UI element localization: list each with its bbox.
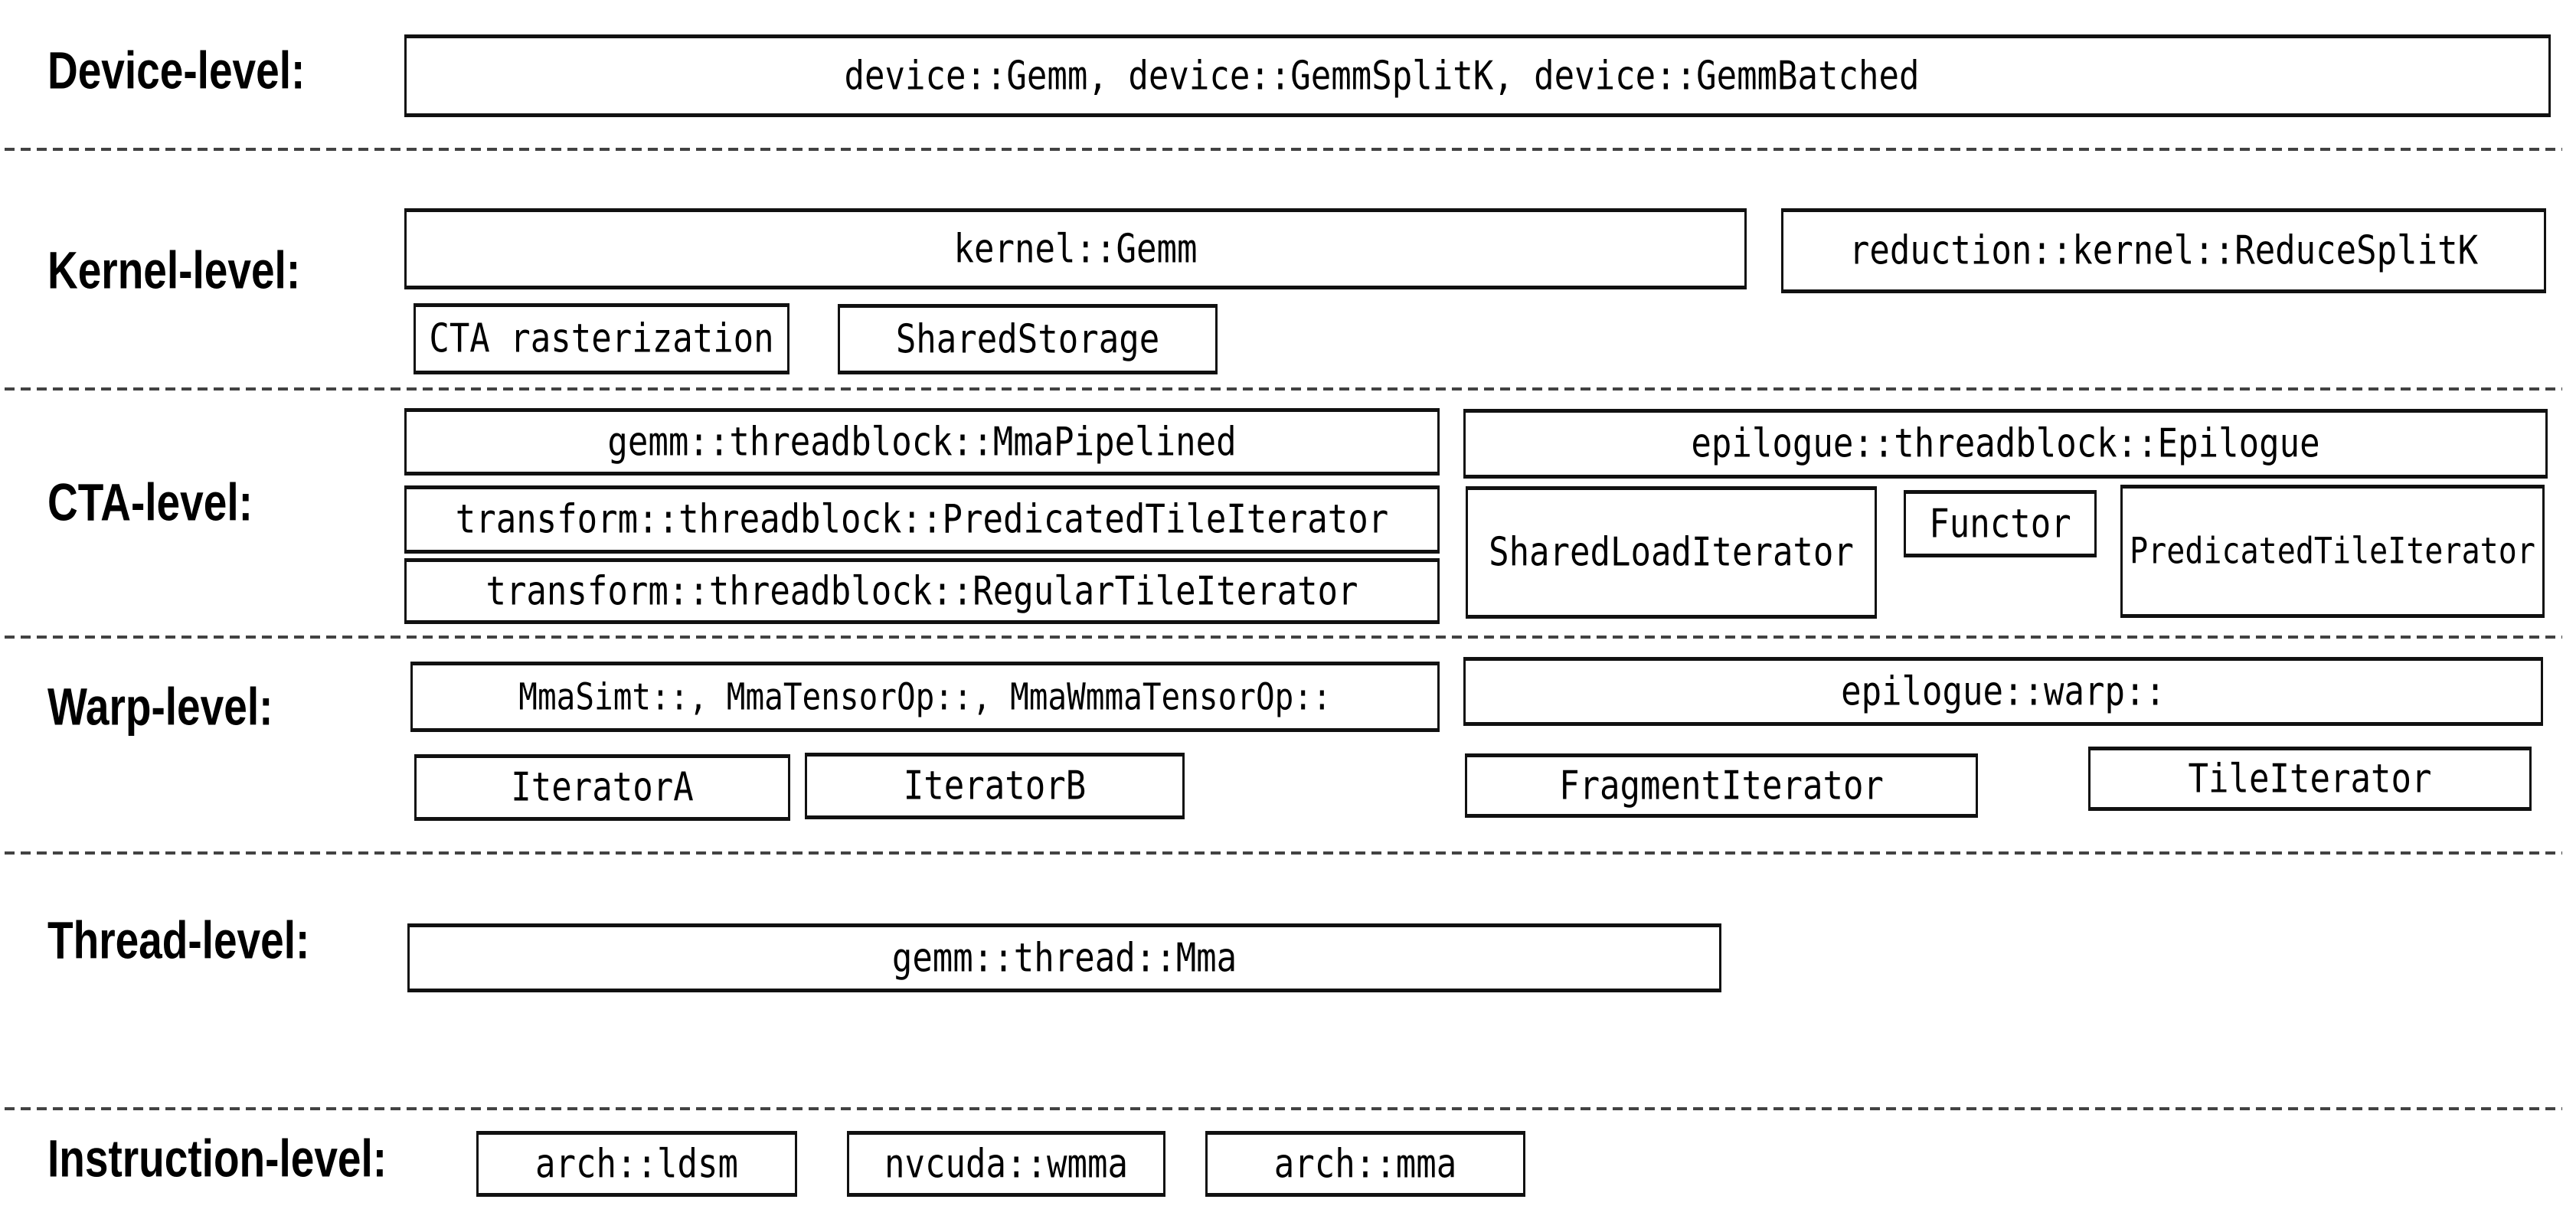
box-iterator-a-label: IteratorA: [511, 764, 694, 811]
box-arch-ldsm: arch::ldsm: [476, 1131, 797, 1197]
box-nvcuda-wmma-label: nvcuda::wmma: [884, 1140, 1128, 1188]
box-arch-mma-label: arch::mma: [1273, 1140, 1457, 1188]
box-fragment-iterator-label: FragmentIterator: [1559, 762, 1884, 809]
box-nvcuda-wmma: nvcuda::wmma: [847, 1131, 1165, 1197]
box-warp-mma-variants-label: MmaSimt::, MmaTensorOp::, MmaWmmaTensorO…: [518, 675, 1332, 719]
box-shared-load-iterator: SharedLoadIterator: [1466, 486, 1877, 619]
box-gemm-thread-mma: gemm::thread::Mma: [407, 923, 1721, 992]
box-kernel-gemm: kernel::Gemm: [404, 208, 1747, 289]
row-divider: [5, 851, 2562, 855]
box-iterator-b-label: IteratorB: [903, 763, 1087, 809]
box-tile-iterator: TileIterator: [2088, 747, 2532, 811]
box-cta-rasterization: CTA rasterization: [414, 303, 789, 374]
row-label-instruction-level: Instruction-level:: [47, 1129, 387, 1188]
box-tile-iterator-label: TileIterator: [2188, 755, 2432, 802]
box-shared-load-iterator-label: SharedLoadIterator: [1489, 529, 1854, 576]
box-iterator-a: IteratorA: [414, 754, 790, 821]
box-epilogue-warp: epilogue::warp::: [1463, 657, 2543, 726]
box-reduce-splitk-label: reduction::kernel::ReduceSplitK: [1849, 227, 2479, 274]
box-gemm-thread-mma-label: gemm::thread::Mma: [891, 934, 1237, 982]
box-arch-mma: arch::mma: [1205, 1131, 1525, 1197]
box-functor-label: Functor: [1929, 500, 2071, 547]
row-label-warp-level: Warp-level:: [47, 677, 273, 737]
row-label-thread-level: Thread-level:: [47, 910, 310, 970]
box-arch-ldsm-label: arch::ldsm: [535, 1140, 738, 1188]
box-reduction-kernel-reduce-splitk: reduction::kernel::ReduceSplitK: [1781, 208, 2546, 293]
box-transform-regular-tile-iterator: transform::threadblock::RegularTileItera…: [404, 558, 1440, 624]
row-label-kernel-level: Kernel-level:: [47, 240, 301, 300]
box-epilogue-predicated-tile-iterator: PredicatedTileIterator: [2120, 485, 2545, 618]
box-iterator-b: IteratorB: [805, 753, 1185, 819]
box-shared-storage: SharedStorage: [838, 304, 1218, 374]
box-epilogue-threadblock-label: epilogue::threadblock::Epilogue: [1691, 420, 2320, 467]
row-divider: [5, 1107, 2562, 1110]
box-transform-predicated-tile-iterator-label: transform::threadblock::PredicatedTileIt…: [455, 496, 1389, 543]
row-divider: [5, 387, 2562, 391]
box-epilogue-warp-label: epilogue::warp::: [1841, 668, 2166, 715]
box-mma-pipelined-label: gemm::threadblock::MmaPipelined: [607, 418, 1237, 466]
box-cta-rasterization-label: CTA rasterization: [429, 315, 774, 362]
row-divider: [5, 636, 2562, 639]
box-device-gemm-family: device::Gemm, device::GemmSplitK, device…: [404, 34, 2551, 117]
box-functor: Functor: [1904, 490, 2097, 557]
box-transform-predicated-tile-iterator: transform::threadblock::PredicatedTileIt…: [404, 485, 1440, 554]
box-device-gemm-family-label: device::Gemm, device::GemmSplitK, device…: [844, 52, 1920, 100]
row-label-device-level: Device-level:: [47, 41, 306, 100]
box-fragment-iterator: FragmentIterator: [1465, 753, 1978, 818]
box-shared-storage-label: SharedStorage: [895, 315, 1160, 363]
box-transform-regular-tile-iterator-label: transform::threadblock::RegularTileItera…: [485, 567, 1358, 615]
box-warp-mma-variants: MmaSimt::, MmaTensorOp::, MmaWmmaTensorO…: [410, 662, 1440, 732]
box-kernel-gemm-label: kernel::Gemm: [953, 225, 1198, 273]
row-label-cta-level: CTA-level:: [47, 472, 253, 532]
box-epilogue-predicated-tile-iterator-label: PredicatedTileIterator: [2130, 530, 2535, 573]
box-gemm-threadblock-mma-pipelined: gemm::threadblock::MmaPipelined: [404, 408, 1440, 476]
row-divider: [5, 148, 2562, 151]
box-epilogue-threadblock-epilogue: epilogue::threadblock::Epilogue: [1463, 409, 2548, 479]
